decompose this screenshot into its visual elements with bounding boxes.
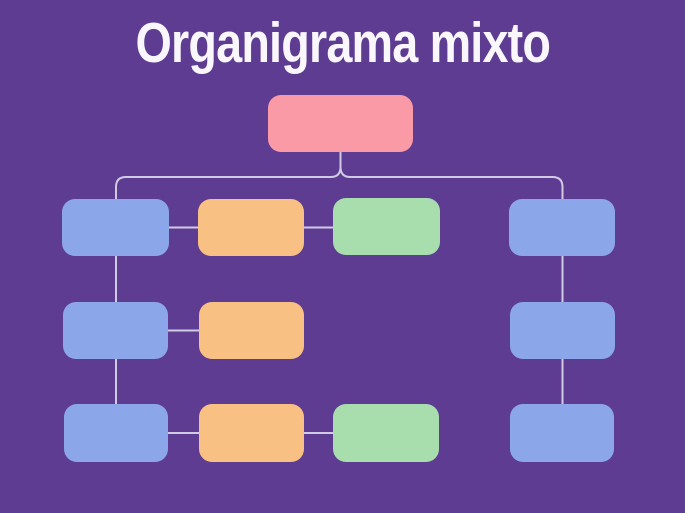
- row1-green: [333, 198, 440, 255]
- row2-orange: [199, 302, 304, 359]
- row2-right-blue: [510, 302, 615, 359]
- row3-orange: [199, 404, 304, 462]
- row1-orange: [198, 199, 304, 256]
- row1-right-blue: [509, 199, 615, 256]
- page-title-container: Organigrama mixto: [0, 11, 685, 75]
- row3-green: [333, 404, 439, 462]
- row1-left-blue: [62, 199, 169, 256]
- row2-left-blue: [63, 302, 168, 359]
- stem-to-right-branch-connector: [339, 152, 564, 199]
- root-node: [268, 95, 413, 152]
- row3-right-blue: [510, 404, 614, 462]
- row3-left-blue: [64, 404, 168, 462]
- page-title: Organigrama mixto: [135, 11, 550, 75]
- stem-to-left-branch-connector: [115, 152, 342, 199]
